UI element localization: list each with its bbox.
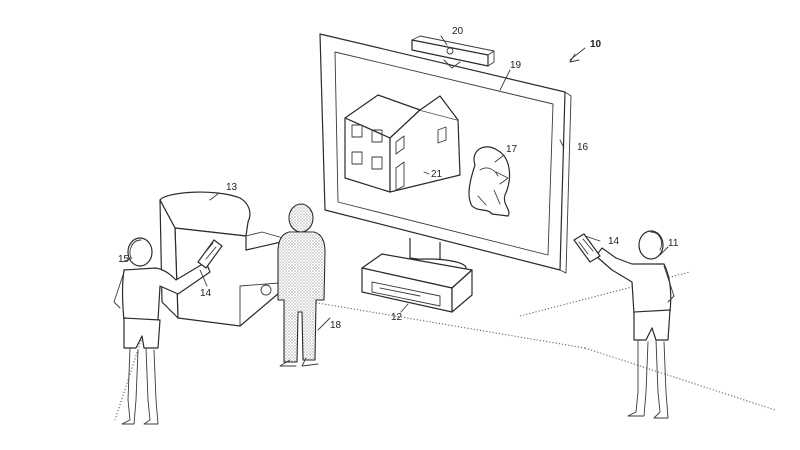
player-left <box>113 237 223 425</box>
person <box>277 203 326 367</box>
label-person: 18 <box>330 320 342 331</box>
label-controller-left: 14 <box>200 288 212 299</box>
label-screen: 19 <box>510 60 522 71</box>
couch <box>159 191 293 327</box>
label-couch: 13 <box>226 182 238 193</box>
house <box>344 94 461 193</box>
label-console: 12 <box>391 312 403 323</box>
label-character: 17 <box>506 144 518 155</box>
label-player-left: 15 <box>118 254 130 265</box>
label-player-right: 11 <box>668 238 679 249</box>
label-system: 10 <box>590 39 602 50</box>
system-arrow <box>569 53 580 63</box>
label-controller-right: 14 <box>608 236 620 247</box>
console <box>361 253 473 313</box>
player-right <box>573 230 675 419</box>
camera <box>411 35 495 69</box>
label-display: 16 <box>577 142 589 153</box>
room-floor-lines <box>114 257 776 421</box>
character <box>468 146 511 217</box>
label-camera: 20 <box>452 26 464 37</box>
label-house: 21 <box>431 169 443 180</box>
